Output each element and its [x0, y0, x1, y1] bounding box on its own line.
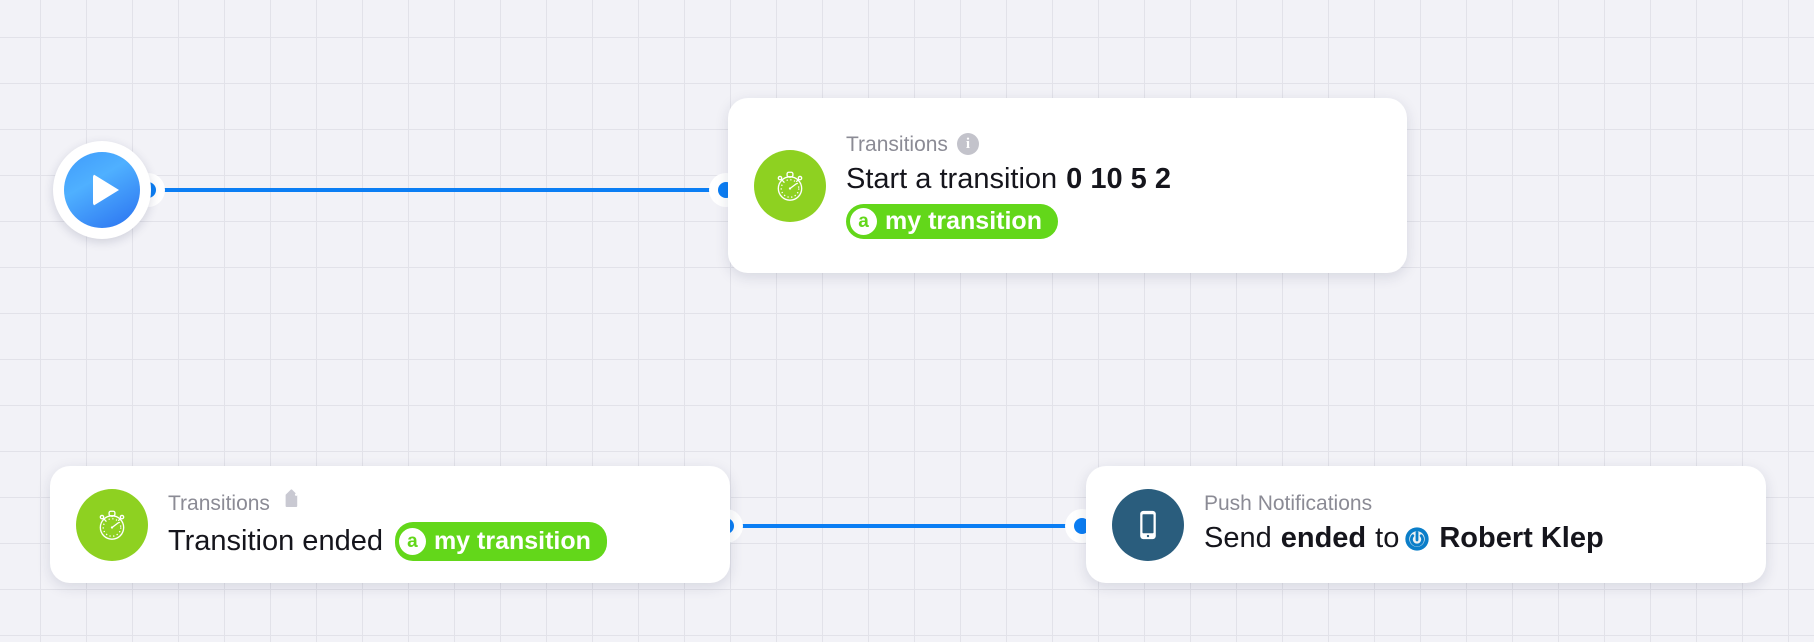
stopwatch-icon	[76, 488, 148, 561]
card-kicker: Transitions i	[846, 132, 1171, 157]
card-title-event: ended	[1280, 522, 1367, 555]
card-title-params: 0 10 5 2	[1066, 162, 1171, 195]
card-kicker: Push Notifications	[1204, 491, 1604, 516]
card-kicker: Transitions	[168, 488, 607, 518]
card-title-text: Transition ended	[168, 524, 383, 557]
info-icon[interactable]: i	[956, 133, 979, 156]
stopwatch-icon	[754, 149, 826, 222]
card-title-preposition: to	[1375, 522, 1400, 555]
badge-label: my transition	[433, 527, 591, 556]
card-title: Transition ended a my transition	[168, 522, 607, 561]
card-title: Start a transition 0 10 5 2	[846, 161, 1171, 199]
card-kicker-label: Transitions	[846, 132, 948, 156]
start-trigger-node[interactable]	[53, 141, 151, 239]
node-card-start-transition[interactable]: Transitions i Start a transition 0 10 5 …	[728, 98, 1407, 273]
badge-avatar: a	[850, 208, 877, 236]
mobile-phone-icon	[1112, 488, 1184, 561]
power-icon	[1403, 525, 1431, 553]
card-title-text: Start a transition	[846, 162, 1058, 195]
edge-ended-to-push[interactable]	[730, 524, 1086, 528]
tag-icon	[279, 488, 303, 518]
badge-label: my transition	[885, 207, 1042, 236]
card-title-recipient: Robert Klep	[1439, 522, 1604, 555]
card-title-text: Send	[1204, 522, 1272, 555]
badge-avatar: a	[398, 528, 426, 556]
badge-transition-name[interactable]: a my transition	[846, 204, 1058, 240]
play-icon	[64, 152, 140, 228]
card-title: Send ended to Robert Klep	[1204, 520, 1604, 558]
edge-start-to-transition[interactable]	[152, 188, 730, 192]
card-kicker-label: Transitions	[168, 491, 270, 515]
badge-transition-name[interactable]: a my transition	[394, 522, 607, 561]
node-card-push-notification[interactable]: Push Notifications Send ended to Robert …	[1086, 466, 1766, 583]
node-card-transition-ended[interactable]: Transitions Transition ended a my transi…	[50, 466, 730, 583]
card-kicker-label: Push Notifications	[1204, 492, 1373, 516]
